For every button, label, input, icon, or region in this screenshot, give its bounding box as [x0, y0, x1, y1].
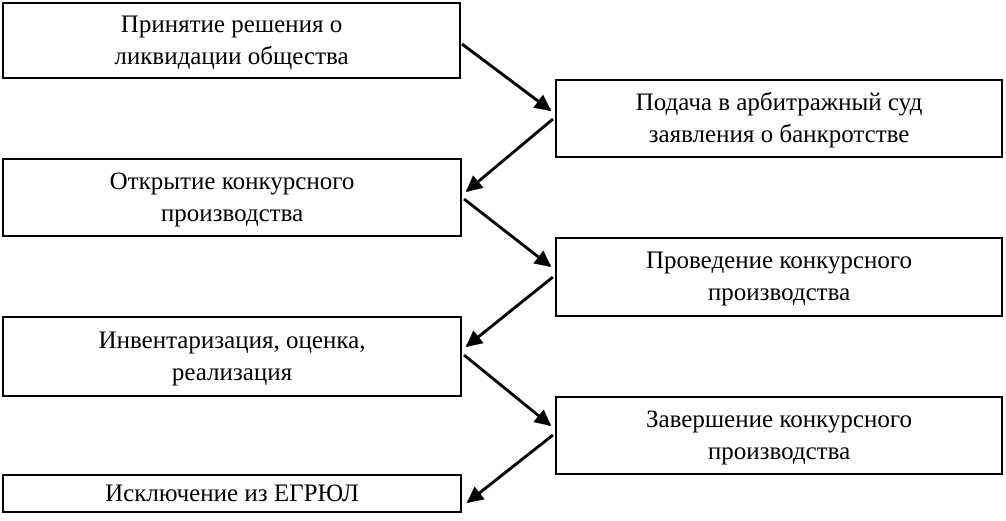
box-egrul-exclusion-label: Исключение из ЕГРЮЛ — [105, 479, 359, 507]
box-decision-to-liquidate: Принятие решения о ликвидации общества — [2, 2, 461, 79]
box-complete-bankruptcy-proceedings-label: Завершение конкурсного производства — [646, 405, 912, 465]
arrow-step5-to-step6 — [463, 353, 552, 427]
box-open-bankruptcy-proceedings-label: Открытие конкурсного производства — [109, 167, 355, 227]
box-inventory-valuation-sale-label: Инвентаризация, оценка, реализация — [98, 326, 366, 386]
box-egrul-exclusion: Исключение из ЕГРЮЛ — [2, 474, 462, 513]
box-file-bankruptcy-petition: Подача в арбитражный суд заявления о бан… — [555, 79, 1003, 158]
box-file-bankruptcy-petition-label: Подача в арбитражный суд заявления о бан… — [635, 88, 923, 148]
box-conduct-bankruptcy-proceedings-label: Проведение конкурсного производства — [645, 247, 913, 306]
arrow-step3-to-step4 — [463, 197, 552, 268]
box-decision-to-liquidate-label: Принятие решения о ликвидации общества — [114, 10, 349, 70]
box-conduct-bankruptcy-proceedings: Проведение конкурсного производства — [555, 237, 1003, 317]
box-complete-bankruptcy-proceedings: Завершение конкурсного производства — [555, 396, 1003, 475]
arrow-step4-to-step5 — [465, 275, 554, 348]
box-inventory-valuation-sale: Инвентаризация, оценка, реализация — [2, 316, 462, 397]
arrow-step1-to-step2 — [461, 42, 552, 112]
box-open-bankruptcy-proceedings: Открытие конкурсного производства — [2, 158, 462, 237]
arrow-step6-to-step7 — [466, 433, 554, 504]
arrow-step2-to-step3 — [465, 117, 554, 193]
